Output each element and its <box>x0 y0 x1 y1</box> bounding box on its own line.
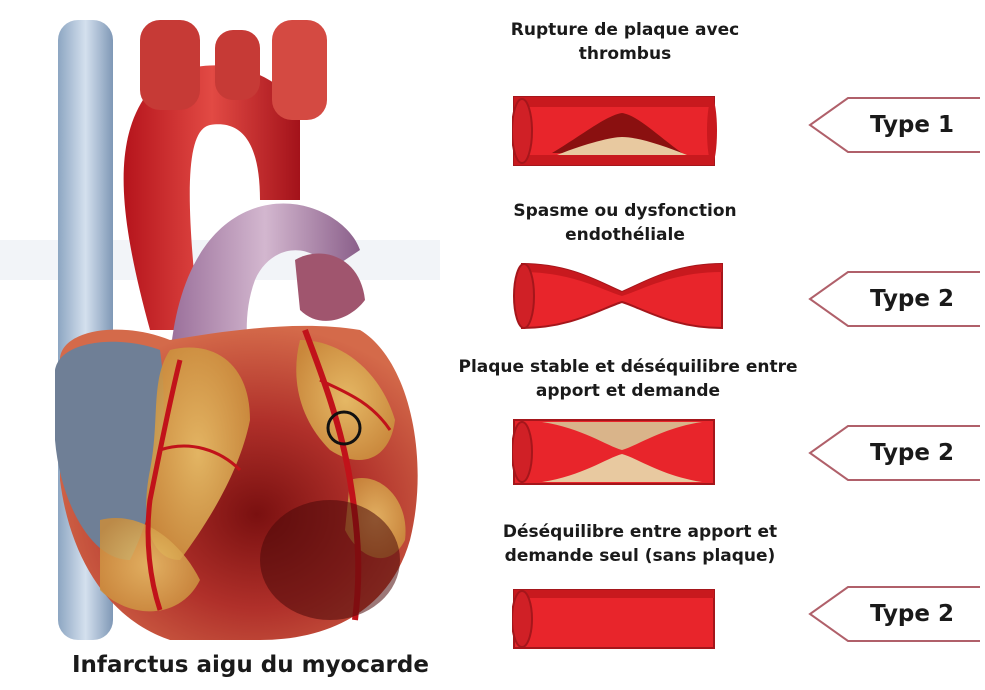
row-title-spasm: Spasme ou dysfonction endothéliale <box>470 199 780 247</box>
row-title-rupture: Rupture de plaque avec thrombus <box>470 18 780 66</box>
type-tag-row3: Type 2 <box>808 424 983 482</box>
heart-drawing <box>0 0 440 650</box>
row-title-line: Plaque stable et déséquilibre entre <box>428 355 828 379</box>
row-title-line: Rupture de plaque avec <box>470 18 780 42</box>
vessel-spasm-icon <box>512 262 727 334</box>
row-title-stable-plaque: Plaque stable et déséquilibre entre appo… <box>428 355 828 403</box>
row-title-line: demande seul (sans plaque) <box>470 544 810 568</box>
type-tag-row4: Type 2 <box>808 585 983 643</box>
vessel-ruptured-plaque-thrombus-icon <box>512 95 717 171</box>
type-label: Type 2 <box>848 424 976 482</box>
row-title-line: endothéliale <box>470 223 780 247</box>
type-label: Type 2 <box>848 270 976 328</box>
type-tag-row2: Type 2 <box>808 270 983 328</box>
type-label: Type 2 <box>848 585 976 643</box>
vessel-normal-icon <box>512 588 717 654</box>
row-title-line: Déséquilibre entre apport et <box>470 520 810 544</box>
heart-illustration <box>0 0 440 650</box>
type-tag-row1: Type 1 <box>808 96 983 154</box>
row-title-line: thrombus <box>470 42 780 66</box>
type-label: Type 1 <box>848 96 976 154</box>
row-title-line: apport et demande <box>428 379 828 403</box>
row-title-line: Spasme ou dysfonction <box>470 199 780 223</box>
row-title-imbalance-only: Déséquilibre entre apport et demande seu… <box>470 520 810 568</box>
figure-caption: Infarctus aigu du myocarde <box>72 652 429 678</box>
vessel-stable-plaque-icon <box>512 418 717 490</box>
